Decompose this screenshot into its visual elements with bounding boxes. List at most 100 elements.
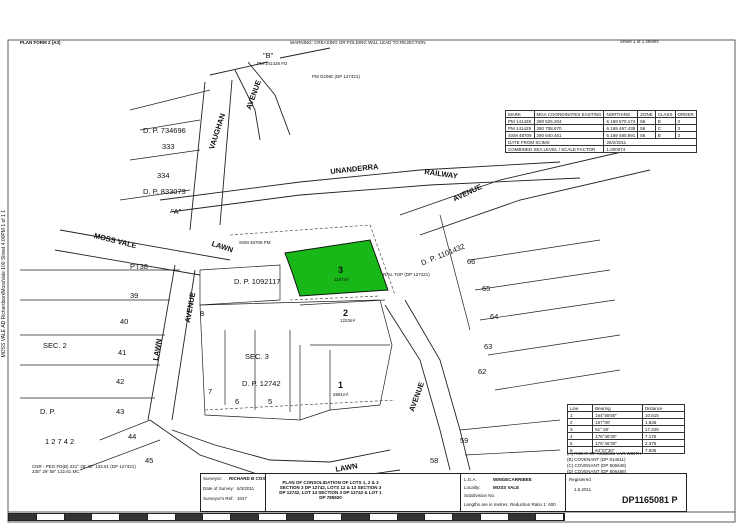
cell: 6 169 497.438 [603,124,639,132]
surveyor-name: RICHARD B COX [229,476,266,481]
col-order: ORDER [674,110,697,118]
cell: 7.175 [642,432,685,440]
locality-value: MOSS VALE [493,485,520,490]
cell: 2 [566,418,594,426]
lga-value: WINGECARRIBEE [493,477,532,482]
plan-title-block: PLAN OF CONSOLIDATION OF LOTS 1, 2 & 3 S… [265,473,462,512]
cell: 280 708.670 [533,124,605,132]
marker-a: "A" [171,207,182,216]
datum-value: 28/2/2011 [603,138,697,146]
plan-form-label: PLAN FORM 2 (A3) [20,40,61,45]
lot-39: 39 [130,291,139,300]
lot-334: 334 [157,171,170,180]
legend-c: (C) COVENANT (DP 806648) [567,463,627,468]
registered-label: Registered [569,477,591,482]
coordinate-table-header: MARK MGA COORDINATES EASTING NORTHING ZO… [505,110,697,118]
cell: 3 [674,124,697,132]
cell: 3 [674,117,697,125]
lot-58: 58 [430,456,439,465]
cell: 6 169 480.891 [603,131,639,139]
cell: B [654,117,676,125]
lot-2-area: 1223m² [340,318,356,323]
easement-lines [204,224,396,411]
survey-ref: 1047 [237,496,248,501]
pm-reference: PM 141428 FD [257,61,288,66]
sec-3-label: SEC. 3 [245,352,269,361]
table-row: SSM 48709 280 640.451 6 169 480.891 56 B… [505,131,697,139]
lot-65: 65 [482,284,491,293]
col-mark: MARK [505,110,535,118]
lot-3-highlight [284,239,389,297]
lot-6: 6 [235,397,240,406]
table-row: DATE FROM SCIMS 28/2/2011 [504,138,697,146]
locality-label: Locality: [464,485,481,490]
lot-3: 3 [338,265,344,275]
road-lines [54,47,651,481]
cell: 280 525.204 [533,117,605,125]
table-row: PM 141428 280 525.204 6 169 570.174 56 B… [505,117,697,125]
cell: PM 141429 [505,124,535,132]
lot-333: 333 [162,142,175,151]
plan-number: DP1165081 P [622,495,678,505]
registration-block: Registered 1.6.2011 [565,473,687,512]
cell: 6 169 570.174 [603,117,639,125]
lot-43: 43 [116,407,125,416]
lga-label: L.G.A. [464,477,477,482]
cell: 7.835 [642,446,685,454]
sec-2-label: SEC. 2 [43,341,67,350]
cell: 3 [566,425,594,433]
csf-label: COMBINED SEA LEVEL / SCALE FACTOR [504,145,605,153]
cell: 1.835 [642,418,685,426]
lot-40: 40 [120,317,129,326]
cell: 3 [674,131,697,139]
cell: 1 [566,411,594,419]
cell: PM 141428 [505,117,535,125]
coordinate-table: MARK MGA COORDINATES EASTING NORTHING ZO… [504,110,697,153]
cell: 6 [566,446,594,454]
lot-5: 5 [268,397,273,406]
lot-63: 63 [484,342,493,351]
cell: 56 [637,117,656,125]
marker-b: "B" [263,51,274,60]
rail-top-note: RAIL TOP (DP 127421) [383,272,430,277]
table-row: COMBINED SEA LEVEL / SCALE FACTOR 1.0000… [504,145,697,153]
margin-file-path: MOSS VALE AD Richardson/MossVale 100 Str… [1,210,7,358]
cell: 164°55'50" [592,411,644,419]
cell: 5 [566,439,594,447]
col-easting: MGA COORDINATES EASTING [533,110,605,118]
cell: 280 640.451 [533,131,605,139]
ref-label: Surveyor's Ref: [203,496,234,501]
lot-1-area: 2881m² [333,392,349,397]
lot-7: 7 [208,387,213,396]
dp-left-label: D. P. [40,407,56,416]
dp-734696-label: D. P. 734696 [143,126,186,135]
lot-3-area: 1197m² [334,277,349,282]
sheet-count: Sheet 1 of 1 sheets [620,39,659,44]
lot-45: 45 [145,456,154,465]
survey-date: 6/3/2011 [237,486,255,491]
col-northing: NORTHING [603,110,639,118]
legend-d: (D) COVENANT (DP 806488) [567,469,627,474]
lot-44: 44 [128,432,137,441]
ssm-reference: SSM 48709 PM [239,240,271,245]
date-label: Date of Survey: [203,486,235,491]
cell: 4 [566,432,594,440]
cell: C [654,124,676,132]
dp-12742-a-label: D. P. 12742 [242,379,281,388]
dp-12742-b-label: 1 2 7 4 2 [45,437,75,446]
dp-1092117-label: D. P. 1092117 [234,277,281,286]
registered-date: 1.6.2011 [574,487,592,492]
cell: 17.225 [642,425,685,433]
cell: 56 [637,131,656,139]
lot-8: 8 [200,309,205,318]
pm-gone-note: PM GONE (DP 127421) [312,74,360,79]
sheet-frame [7,39,736,523]
cell: 10.615 [642,411,685,419]
lot-2: 2 [343,308,349,318]
lot-59: 59 [460,436,469,445]
